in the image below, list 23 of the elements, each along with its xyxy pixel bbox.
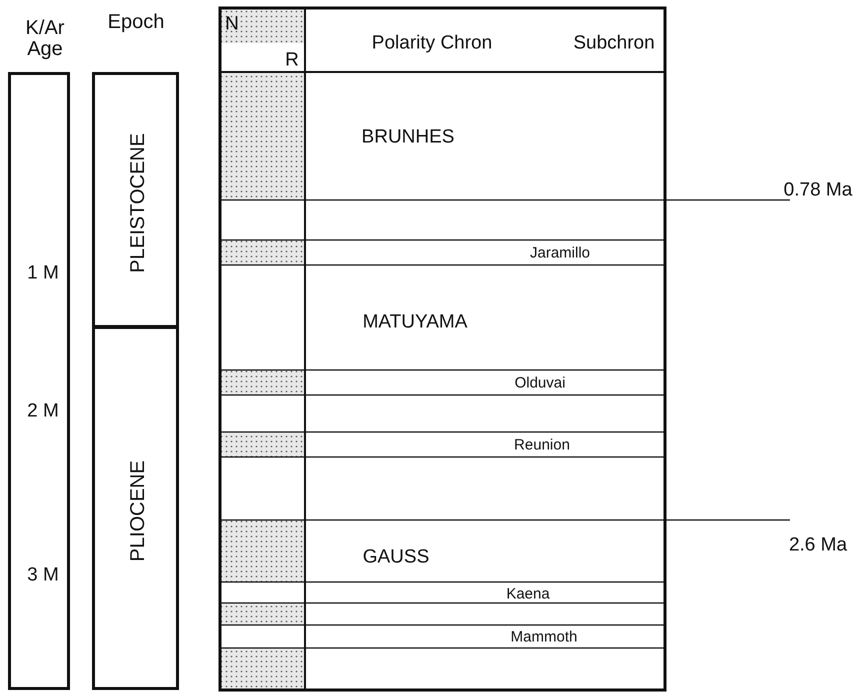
- column-heading: Polarity Chron: [372, 34, 492, 52]
- subchron-name: Kaena: [506, 586, 550, 602]
- chron-name: MATUYAMA: [362, 312, 468, 332]
- chron-name: BRUNHES: [362, 128, 454, 146]
- age-boundary-label: 0.78 Ma: [784, 180, 852, 200]
- epoch-name: PLIOCENE: [128, 460, 148, 562]
- epoch-box: [92, 326, 179, 690]
- column-heading: Epoch: [108, 12, 164, 32]
- epoch-name: PLEISTOCENE: [128, 133, 148, 273]
- epoch-box: [92, 72, 179, 328]
- polarity-key: N: [225, 14, 239, 34]
- subchron-name: Olduvai: [514, 376, 566, 390]
- subchron-name: Jaramillo: [530, 246, 590, 260]
- subchron-name: Mammoth: [510, 630, 578, 644]
- subchron-name: Reunion: [514, 438, 570, 452]
- column-heading: K/Ar Age: [24, 18, 66, 60]
- polarity-key: R: [285, 50, 299, 70]
- age-label: 3 M: [27, 566, 59, 584]
- chron-name: GAUSS: [362, 548, 430, 566]
- age-label: 2 M: [27, 402, 59, 420]
- column-heading: Subchron: [573, 34, 655, 52]
- age-boundary-label: 2.6 Ma: [788, 536, 848, 554]
- age-label: 1 M: [27, 264, 59, 282]
